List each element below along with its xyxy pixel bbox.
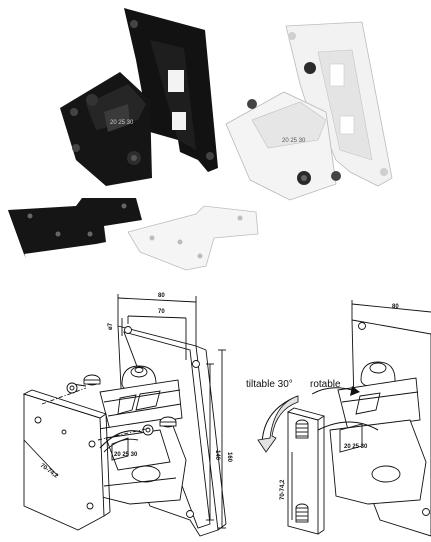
scale-marks-white: 20 25 30 [282, 138, 306, 144]
dim-top-width-left: 80 [158, 293, 165, 299]
adapter-plate-black [8, 198, 142, 258]
speaker-plate-left [23, 393, 105, 531]
dim-top-width-right: 80 [392, 304, 399, 310]
tilt-label: tiltable 30° [246, 379, 293, 390]
scale-marks-black: 20 25 30 [110, 120, 134, 126]
technical-drawing-left: 20 25 30 [22, 294, 227, 537]
dim-height-outer-left: 160 [226, 452, 232, 463]
tilt-arrow-icon [257, 395, 299, 453]
scale-marks-left-drawing: 20 25 30 [114, 452, 138, 458]
dim-height-inner-left: 140 [214, 450, 220, 461]
rotate-label: rotable [310, 379, 341, 390]
speaker-wall-bracket-black: 20 25 30 [60, 8, 218, 186]
screw-right-bottom [295, 503, 309, 523]
scale-marks-right-drawing: 20 25 30 [344, 444, 368, 450]
callout-labels-right: tiltable 30° rotable 80 70-74,2 [246, 304, 399, 500]
screw-left-top [66, 374, 101, 394]
screw-right-top [295, 419, 309, 439]
rotate-arrow-icon [311, 386, 360, 396]
dim-plate-range-right: 70-74,2 [280, 479, 286, 500]
speaker-wall-bracket-white: 20 25 30 [225, 21, 393, 201]
dim-hole-diameter-left: ø7 [108, 322, 114, 330]
dim-inner-width-left: 70 [158, 309, 165, 315]
adapter-plate-white [127, 205, 259, 271]
technical-drawing-right: 20 25 30 [286, 300, 431, 537]
